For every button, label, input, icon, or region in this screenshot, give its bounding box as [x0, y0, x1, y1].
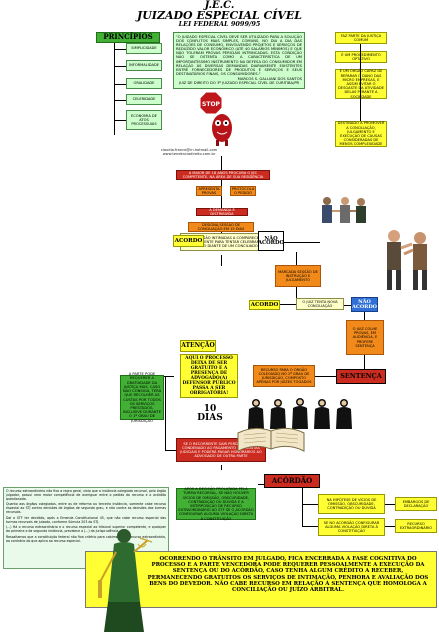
- step-start: A MAIOR DE 18 ANOS PROCURA O JEC COMPETE…: [176, 170, 270, 180]
- step-marcada-sessao: MARCADA SESSÃO DE INSTRUÇÃO E JULGAMENTO: [275, 265, 321, 287]
- people-arguing-figure: [378, 226, 436, 296]
- stop-sign-text: STOP: [202, 101, 221, 108]
- connector: [160, 376, 174, 377]
- quote-text: "O JUIZADO ESPECIAL CÍVEL DEVE SER UTILI…: [176, 35, 302, 76]
- connector: [221, 180, 222, 188]
- subtitle: JUIZADO ESPECIAL CÍVEL: [137, 9, 302, 22]
- recurso-extraordinario: RECURSO EXTRAORDINÁRIO: [395, 519, 437, 533]
- connector: [296, 252, 297, 267]
- connector: [280, 304, 296, 305]
- footer-transito-julgado: OCORRENDO O TRÂNSITO EM JULGADO, FICA EN…: [85, 551, 437, 608]
- connector: [302, 504, 318, 505]
- connector: [165, 376, 166, 451]
- principle-item: INFORMALIDADE: [126, 60, 162, 71]
- principle-connector: [114, 65, 126, 67]
- principle-connector: [114, 99, 126, 101]
- prazo-10-dias: 10 DIAS: [197, 404, 223, 423]
- embargos-declaracao: EMBARGOS DE DECLARAÇÃO: [395, 497, 437, 511]
- principle-item: ECONOMIA DE ATOS PROCESSUAIS: [126, 110, 162, 130]
- connector: [283, 242, 320, 243]
- connector: [221, 156, 222, 170]
- nao-acordo-1: NÃO ACORDO: [258, 231, 284, 251]
- quote-role: JUIZ DE DIREITO DO 3º JUIZADO ESPECIAL C…: [178, 81, 300, 86]
- justice-statue-figure: [96, 522, 153, 637]
- step-recurso-colegiado: RECURSO PARA O ÓRGÃO COLEGIADO NO 1º GRA…: [253, 365, 315, 387]
- step-apos-decisao: APÓS A DECISÃO PROLATADA PELA TURMA RECU…: [176, 487, 256, 521]
- connector: [221, 255, 222, 266]
- connector: [385, 526, 395, 527]
- step-designa: DESIGNA SESSÃO DE CONCILIAÇÃO EM 15 DIAS: [188, 222, 254, 232]
- principle-connector: [114, 48, 126, 50]
- quote-author: MARCOS S. GALLIANI DOS SANTOS: [237, 76, 302, 81]
- credit-email: claudia.franco@rn.hotmail.com: [160, 148, 218, 152]
- legal-note-p1: O recurso extraordinário não fixa a regr…: [6, 489, 166, 501]
- connector: [300, 376, 336, 377]
- title: J.E.C.: [204, 0, 235, 11]
- principle-item: ORALIDADE: [126, 78, 162, 89]
- notes-connector: [360, 44, 361, 121]
- note-destinado: DESTINADO A PROMOVER A CONCILIAÇÃO, JULG…: [335, 121, 387, 147]
- legal-note-p4: (...) Há o recurso extraordinário e o re…: [6, 525, 166, 534]
- connector: [364, 355, 365, 370]
- judges-panel-figure: [244, 395, 364, 431]
- principles-title: PRINCÍPIOS: [96, 32, 160, 43]
- atencao-label: ATENÇÃO: [180, 340, 216, 352]
- legal-note-p5: Ressaltamos que a constituição federal n…: [6, 534, 166, 543]
- note-justica-comum: FAZ PARTE DA JUSTIÇA COMUM: [335, 32, 387, 44]
- connector: [385, 504, 395, 505]
- connector: [302, 484, 303, 526]
- quote-box: "O JUIZADO ESPECIAL CÍVEL DEVE SER UTILI…: [173, 32, 305, 89]
- principle-connector: [114, 83, 126, 85]
- step-gratuidade: A PARTE PODE REQUERER A GRATUIDADE DA JU…: [120, 372, 164, 423]
- principles-connector: [114, 43, 115, 135]
- stop-mascot-figure: STOP: [198, 91, 238, 147]
- open-book-figure: [236, 423, 306, 453]
- law-reference: LEI FEDERAL 9099/95: [178, 20, 261, 28]
- principle-connector: [114, 120, 126, 121]
- credit-site: www.tendenciadireito.com.br: [162, 152, 216, 157]
- connector: [364, 312, 365, 320]
- connector: [221, 196, 222, 208]
- step-protocola: PROTOCOLA O PEDIDO: [230, 186, 256, 196]
- credits: claudia.franco@rn.hotmail.com www.tenden…: [139, 148, 239, 156]
- acordo-2: ACORDO: [249, 300, 280, 310]
- step-juiz-tenta: O JUIZ TENTA NOVA CONCILIAÇÃO: [296, 298, 344, 310]
- step-juiz-colhe-provas: O JUIZ COLHE PROVAS, EM AUDIÊNCIA, E PRO…: [346, 320, 384, 355]
- step-apresenta-provas: APRESENTA PROVAS: [196, 186, 222, 196]
- step-hipotese-vicios: NA HIPÓTESE DE VÍCIOS DE OMISSÃO, OBSCUR…: [318, 494, 385, 514]
- acordo-1: ACORDO: [173, 235, 204, 247]
- note-micro-empresas: É UM ÓRGÃO CAPAZ DE REPARAR O DANO DAS M…: [335, 69, 387, 99]
- people-handshake-figure: [315, 195, 373, 235]
- acordao-label: ACÓRDÃO: [264, 474, 320, 488]
- connector: [221, 465, 222, 470]
- principle-item: SIMPLICIDADE: [126, 43, 162, 54]
- legal-note-p3: Daí o STF ter decidido, após a Emenda Co…: [6, 515, 166, 524]
- connector: [302, 526, 318, 527]
- connector: [296, 287, 297, 300]
- nao-acordo-2: NÃO ACORDO: [351, 297, 378, 312]
- step-violacao-constituicao: SE NO ACÓRDÃO CONFIGURAR ALGUMA VIOLAÇÃO…: [318, 518, 385, 536]
- note-optativo: É UM PROCEDIMENTO OPTATIVO: [335, 51, 387, 63]
- principle-item: CELERIDADE: [126, 94, 162, 105]
- step-distribuida: A DEMANDA É DISTRIBUÍDA: [196, 208, 248, 216]
- sentenca-label: SENTENÇA: [336, 369, 386, 384]
- legal-note-p2: Quanto aos órgãos colegiados, entre os d…: [6, 502, 166, 514]
- atencao-text: AQUI O PROCESSO DEIXA DE SER GRATUITO E …: [180, 354, 238, 398]
